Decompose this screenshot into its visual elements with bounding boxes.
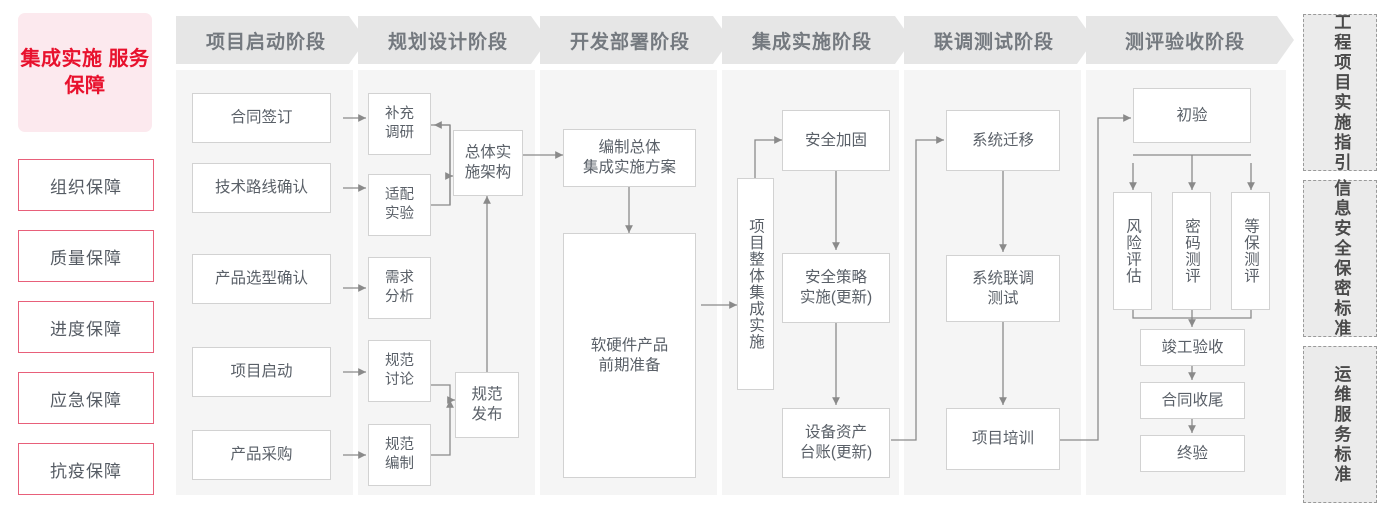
left-rail-item-label: 应急保障 <box>50 390 122 410</box>
node-label: 编制总体 集成实施方案 <box>582 139 676 176</box>
node-p5-0[interactable]: 系统迁移 <box>946 110 1060 171</box>
phase-header-6[interactable]: 测评验收阶段 <box>1086 16 1294 64</box>
node-label: 等保测评 <box>1242 218 1260 284</box>
node-p5-2[interactable]: 项目培训 <box>946 408 1060 470</box>
node-label: 规范 讨论 <box>385 353 414 388</box>
right-rail-item-label: 运维服务标准 <box>1331 364 1351 485</box>
node-p6-top[interactable]: 初验 <box>1133 88 1251 143</box>
left-rail-item-3[interactable]: 应急保障 <box>18 372 154 424</box>
phase-header-5[interactable]: 联调测试阶段 <box>904 16 1094 64</box>
phase-header-3[interactable]: 开发部署阶段 <box>540 16 730 64</box>
node-p6-tail-1[interactable]: 合同收尾 <box>1140 382 1245 419</box>
right-rail-item-label: 工程项目实施指引 <box>1331 12 1351 173</box>
phase-header-label: 联调测试阶段 <box>933 31 1054 53</box>
node-label: 风险评估 <box>1124 218 1142 284</box>
node-p2l-4[interactable]: 规范 编制 <box>368 424 431 486</box>
node-label: 终验 <box>1176 444 1208 462</box>
left-rail-hero: 集成实施 服务保障 <box>18 13 152 132</box>
node-p2l-0[interactable]: 补充 调研 <box>368 93 431 155</box>
node-label: 设备资产 台账(更新) <box>799 424 873 461</box>
node-p6-test-0[interactable]: 风险评估 <box>1113 192 1152 310</box>
node-label: 密码测评 <box>1183 218 1201 284</box>
node-p6-test-2[interactable]: 等保测评 <box>1231 192 1270 310</box>
node-p3-0[interactable]: 编制总体 集成实施方案 <box>563 129 696 187</box>
phase-header-label: 测评验收阶段 <box>1124 31 1245 53</box>
node-label: 合同收尾 <box>1161 391 1224 409</box>
left-rail-item-label: 抗疫保障 <box>50 461 122 481</box>
node-label: 安全策略 实施(更新) <box>799 269 873 306</box>
node-p4-1[interactable]: 安全策略 实施(更新) <box>782 253 890 323</box>
node-label: 系统迁移 <box>971 131 1034 149</box>
node-p1-0[interactable]: 合同签订 <box>192 93 331 143</box>
node-p3-1[interactable]: 软硬件产品 前期准备 <box>563 233 696 478</box>
phase-header-label: 集成实施阶段 <box>751 31 872 53</box>
node-label: 产品采购 <box>230 446 293 464</box>
node-label: 需求 分析 <box>385 270 414 305</box>
node-label: 技术路线确认 <box>214 179 308 197</box>
node-label: 规范 发布 <box>471 386 503 423</box>
left-rail-hero-label: 集成实施 服务保障 <box>20 48 150 97</box>
node-p4-spine[interactable]: 项目整体集成实施 <box>737 178 774 390</box>
left-rail-item-label: 组织保障 <box>50 177 122 197</box>
left-rail-item-4[interactable]: 抗疫保障 <box>18 443 154 495</box>
node-p1-1[interactable]: 技术路线确认 <box>192 163 331 213</box>
node-p4-0[interactable]: 安全加固 <box>782 110 890 171</box>
right-rail-item-label: 信息安全保密标准 <box>1331 178 1351 339</box>
node-label: 规范 编制 <box>385 437 414 472</box>
node-label: 项目培训 <box>971 430 1034 448</box>
phase-header-label: 开发部署阶段 <box>569 31 690 53</box>
node-p2r-1[interactable]: 规范 发布 <box>455 372 519 438</box>
node-p1-2[interactable]: 产品选型确认 <box>192 254 331 304</box>
left-rail-item-label: 进度保障 <box>50 319 122 339</box>
node-label: 合同签订 <box>230 109 293 127</box>
node-p1-3[interactable]: 项目启动 <box>192 347 331 397</box>
node-p2l-2[interactable]: 需求 分析 <box>368 257 431 319</box>
phase-header-1[interactable]: 项目启动阶段 <box>176 16 366 64</box>
left-rail-item-0[interactable]: 组织保障 <box>18 159 154 211</box>
node-label: 适配 实验 <box>385 187 414 222</box>
node-label: 项目整体集成实施 <box>747 218 765 350</box>
node-p2r-0[interactable]: 总体实 施架构 <box>453 130 523 196</box>
phase-header-4[interactable]: 集成实施阶段 <box>722 16 912 64</box>
left-rail-item-2[interactable]: 进度保障 <box>18 301 154 353</box>
node-p6-test-1[interactable]: 密码测评 <box>1172 192 1211 310</box>
node-p6-tail-0[interactable]: 竣工验收 <box>1140 329 1245 366</box>
node-p2l-1[interactable]: 适配 实验 <box>368 174 431 236</box>
node-label: 竣工验收 <box>1161 338 1224 356</box>
right-rail-item-1[interactable]: 信息安全保密标准 <box>1303 178 1377 339</box>
node-label: 补充 调研 <box>385 106 414 141</box>
node-p6-tail-2[interactable]: 终验 <box>1140 435 1245 472</box>
node-label: 总体实 施架构 <box>464 144 512 181</box>
node-p1-4[interactable]: 产品采购 <box>192 430 331 480</box>
node-label: 初验 <box>1176 106 1208 124</box>
left-rail-item-1[interactable]: 质量保障 <box>18 230 154 282</box>
node-label: 产品选型确认 <box>214 270 308 288</box>
right-rail-item-2[interactable]: 运维服务标准 <box>1303 346 1377 503</box>
right-rail-item-0[interactable]: 工程项目实施指引 <box>1303 12 1377 173</box>
node-label: 软硬件产品 前期准备 <box>590 336 669 374</box>
left-rail-item-label: 质量保障 <box>50 248 122 268</box>
node-p5-1[interactable]: 系统联调 测试 <box>946 255 1060 322</box>
node-p2l-3[interactable]: 规范 讨论 <box>368 340 431 402</box>
node-label: 系统联调 测试 <box>971 269 1034 307</box>
phase-header-2[interactable]: 规划设计阶段 <box>358 16 548 64</box>
phase-header-label: 项目启动阶段 <box>205 31 326 53</box>
node-label: 项目启动 <box>230 363 293 381</box>
phase-header-label: 规划设计阶段 <box>387 31 508 53</box>
node-p4-2[interactable]: 设备资产 台账(更新) <box>782 408 890 478</box>
node-label: 安全加固 <box>804 131 867 149</box>
